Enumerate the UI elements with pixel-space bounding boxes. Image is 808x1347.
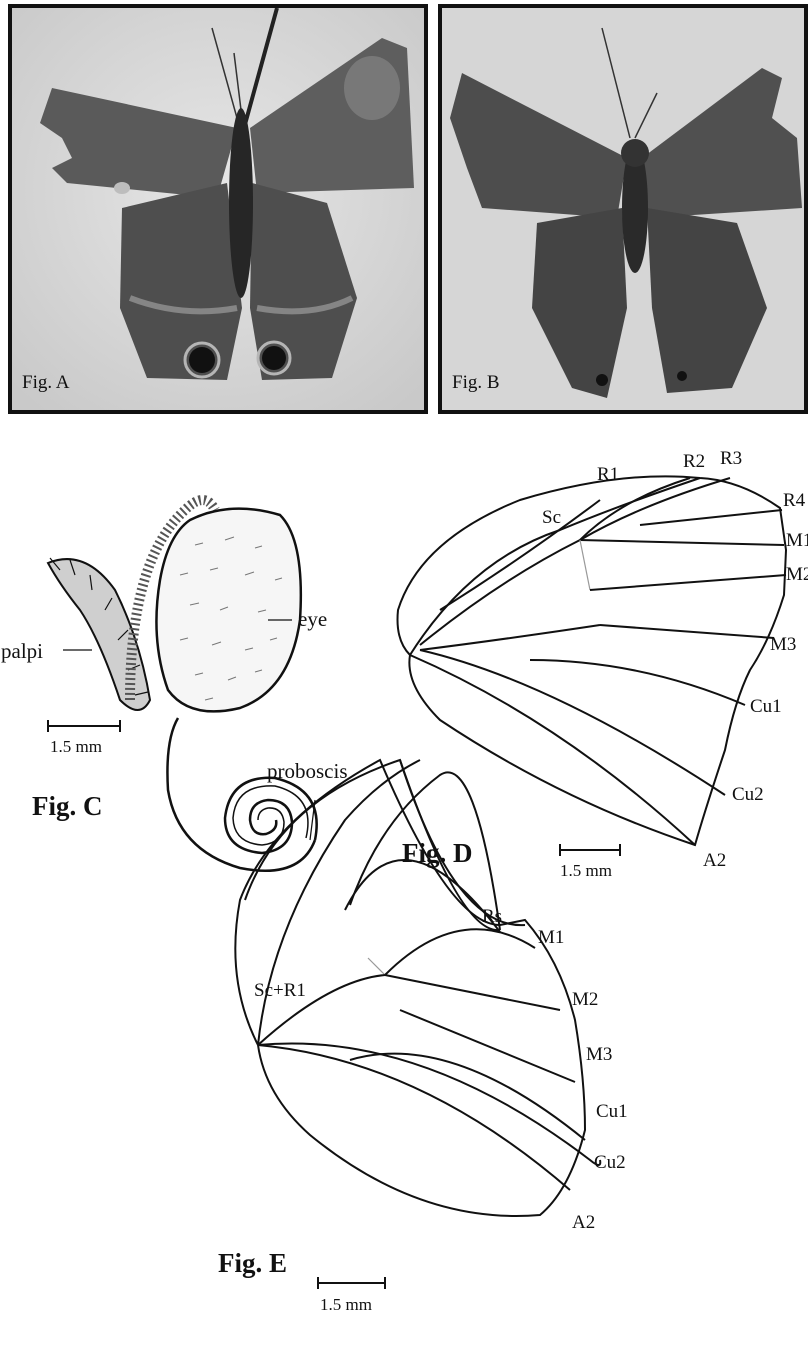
e-vein-cu2-label: Cu2 (594, 1152, 626, 1173)
vein-cu2-label: Cu2 (732, 784, 764, 805)
vein-m3-label: M3 (770, 634, 796, 655)
figure-e-scale-label: 1.5 mm (320, 1295, 372, 1314)
vein-r4-label: R4 (783, 490, 806, 511)
e-vein-a2-label: A2 (572, 1212, 595, 1233)
figure-c-label: Fig. C (32, 791, 103, 821)
vein-m2-label: M2 (786, 564, 808, 585)
vein-cu1-label: Cu1 (750, 696, 782, 717)
figure-e-label: Fig. E (218, 1248, 287, 1278)
figure-d-scale-bar (560, 844, 620, 856)
figure-c-scale-label: 1.5 mm (50, 737, 102, 756)
eye-label: eye (298, 607, 327, 631)
vein-r1-label: R1 (597, 464, 619, 485)
figure-c-scale-bar (48, 720, 120, 732)
vein-r3-label: R3 (720, 448, 742, 469)
e-vein-cu1-label: Cu1 (596, 1101, 628, 1122)
vein-rs-label: Rs (482, 906, 502, 927)
figure-e-scale-bar (318, 1277, 385, 1289)
e-vein-m2-label: M2 (572, 989, 598, 1010)
figure-d-forewing-drawing (398, 476, 787, 845)
e-vein-m3-label: M3 (586, 1044, 612, 1065)
palpi-label: palpi (1, 639, 43, 663)
figure-d-scale-label: 1.5 mm (560, 861, 612, 880)
vein-sc-r1-label: Sc+R1 (254, 980, 306, 1001)
proboscis-label: proboscis (267, 759, 348, 783)
vein-r2-label: R2 (683, 451, 705, 472)
e-vein-m1-label: M1 (538, 927, 564, 948)
vein-sc-label: Sc (542, 507, 561, 528)
vein-a2-label: A2 (703, 850, 726, 871)
vein-m1-label: M1 (786, 530, 808, 551)
